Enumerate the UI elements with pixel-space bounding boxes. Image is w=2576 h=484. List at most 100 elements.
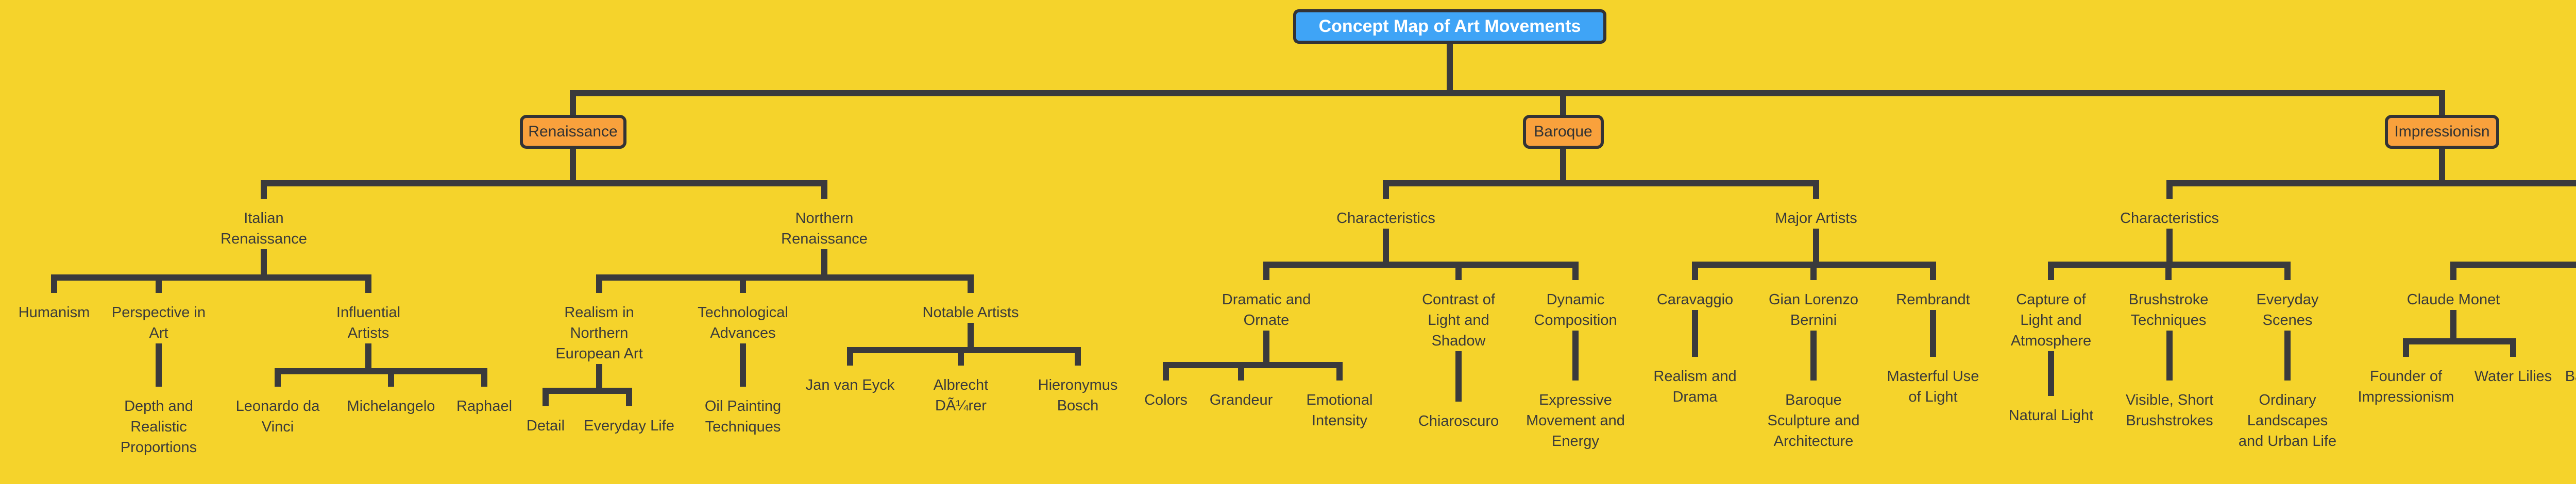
node-label: Renaissance [528, 123, 618, 140]
connector-line [1692, 262, 1698, 280]
node-label-line: Atmosphere [2010, 333, 2092, 349]
node-label-line: Everyday [2256, 291, 2319, 308]
connector-line [2166, 180, 2173, 199]
node-label: Concept Map of Art Movements [1318, 16, 1581, 36]
node-label-line: Composition [1534, 312, 1617, 329]
node-horse-racing: Horse Racing [2568, 366, 2576, 387]
node-label-line: Emotional [1306, 392, 1373, 408]
node-label-line: Claude Monet [2406, 291, 2500, 308]
node-label-line: Ballet Dancers [2565, 368, 2576, 385]
node-baroque: Baroque [1522, 115, 1604, 149]
connector-line [388, 368, 394, 387]
node-label-line: Chiaroscuro [1418, 413, 1499, 429]
connector-line [1263, 262, 1579, 268]
connector-line [2165, 262, 2172, 280]
node-label-line: Caravaggio [1656, 291, 1734, 308]
connector-line [156, 343, 162, 387]
node-notable-artists: Notable Artists [816, 302, 1125, 323]
node-grandeur: Grandeur [1087, 390, 1396, 410]
node-label-line: Notable Artists [922, 304, 1019, 321]
connector-line [261, 249, 267, 281]
connector-line [1455, 351, 1462, 402]
connector-line [1455, 262, 1462, 280]
node-michelangelo: Michelangelo [236, 396, 546, 417]
node-raphael: Raphael [330, 396, 639, 417]
node-label-line: Energy [1552, 433, 1599, 450]
node-label-line: Dramatic and [1222, 291, 1311, 308]
connector-line [1383, 180, 1389, 199]
node-label-line: Water Lilies [2474, 368, 2552, 385]
node-characteristics-baroque: Characteristics [1231, 208, 1540, 229]
node-label-line: Renaissance [781, 231, 868, 247]
connector-line [1810, 331, 1817, 381]
connector-line [2166, 229, 2173, 268]
node-ballet-dancers: Ballet Dancers [2459, 366, 2576, 387]
node-label-line: Michelangelo [347, 398, 435, 414]
connector-line [2048, 262, 2054, 280]
connector-line [968, 274, 974, 293]
connector-line [2048, 351, 2054, 396]
node-label-line: Advances [710, 325, 776, 341]
node-label-line: Bosch [1057, 397, 1099, 414]
node-edgar-degas: Edgar Degas [2512, 289, 2576, 310]
node-label-line: Brushstroke [2128, 291, 2209, 308]
node-label-line: Visible, Short [2125, 392, 2214, 408]
node-label-line: Detail [526, 418, 565, 434]
connector-line [2403, 338, 2516, 344]
connector-line [847, 347, 853, 366]
node-label-line: Dynamic [1546, 291, 1605, 308]
connector-line [596, 274, 602, 293]
connector-line [1930, 310, 1936, 357]
connector-line [261, 180, 827, 186]
node-label-line: Founder of [2369, 368, 2443, 385]
connector-line [1336, 362, 1343, 381]
node-chiaroscuro: Chiaroscuro [1304, 411, 1613, 431]
node-colors: Colors [1011, 390, 1320, 410]
node-label-line: Raphael [456, 398, 513, 414]
node-label-line: Italian [244, 210, 284, 227]
connector-line [1163, 362, 1169, 381]
node-label-line: Technological [698, 304, 788, 321]
node-label-line: Key Figures [2465, 208, 2576, 229]
node-humanism: Humanism [0, 302, 209, 323]
node-label-line: Major Artists [1775, 210, 1857, 227]
node-label-line: Techniques [705, 419, 781, 435]
node-everyday-life: Everyday Life [474, 416, 784, 436]
connector-line [365, 343, 371, 374]
node-label-line: and Urban Life [2238, 433, 2337, 450]
node-label-line: Sculpture and [1767, 412, 1860, 429]
node-label-line: Light and [1428, 312, 1489, 329]
node-label-line: Proportions [120, 439, 197, 456]
node-label-line: Ornate [1243, 312, 1290, 329]
connector-line [570, 149, 576, 186]
node-label-line: Leonardo da [235, 398, 320, 414]
node-label-line: Expressive [1539, 392, 1612, 408]
node-label-line: Albrecht [933, 377, 989, 393]
connector-line [1560, 90, 1566, 115]
node-caravaggio: Caravaggio [1540, 289, 1850, 310]
node-label-line: Ordinary [2259, 392, 2316, 408]
connector-line [2403, 338, 2409, 357]
node-label-line: Hieronymus [1038, 377, 1118, 393]
node-impressionism: Impressionisn [2385, 115, 2499, 149]
connector-line [1075, 347, 1081, 366]
connector-line [1163, 362, 1343, 368]
connector-line [543, 388, 632, 394]
node-label-line: Drama [1672, 389, 1718, 405]
node-label-line: Grandeur [1209, 392, 1273, 408]
connector-line [1263, 262, 1269, 280]
node-label-line: Movement and [1526, 412, 1625, 429]
connector-line [821, 180, 827, 199]
